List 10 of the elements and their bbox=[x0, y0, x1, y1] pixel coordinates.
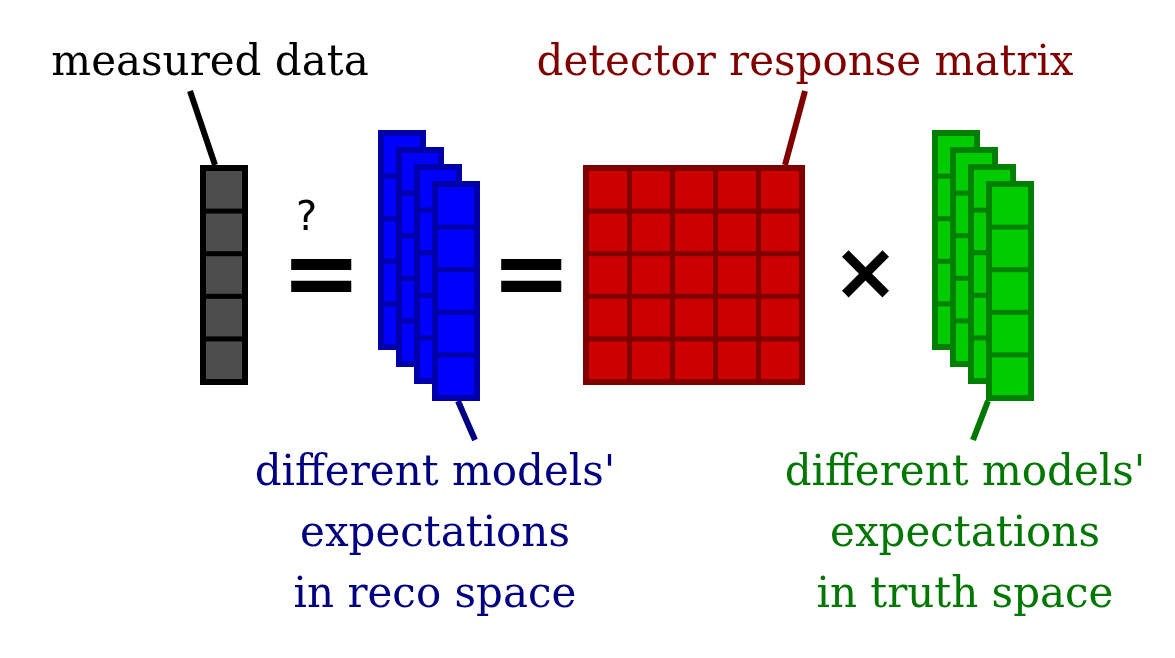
times-sign: × bbox=[832, 232, 900, 312]
label-text: measured data bbox=[20, 30, 400, 91]
equals-sign: = bbox=[491, 225, 572, 321]
label-text: detector response matrix bbox=[480, 30, 1130, 91]
leader-line bbox=[187, 90, 218, 166]
label-text: different models' expectations in truth space bbox=[755, 440, 1175, 623]
label-text: different models' expectations in reco space bbox=[225, 440, 645, 623]
leader-line bbox=[455, 399, 478, 442]
leader-line bbox=[970, 399, 991, 442]
leader-line bbox=[782, 90, 808, 166]
